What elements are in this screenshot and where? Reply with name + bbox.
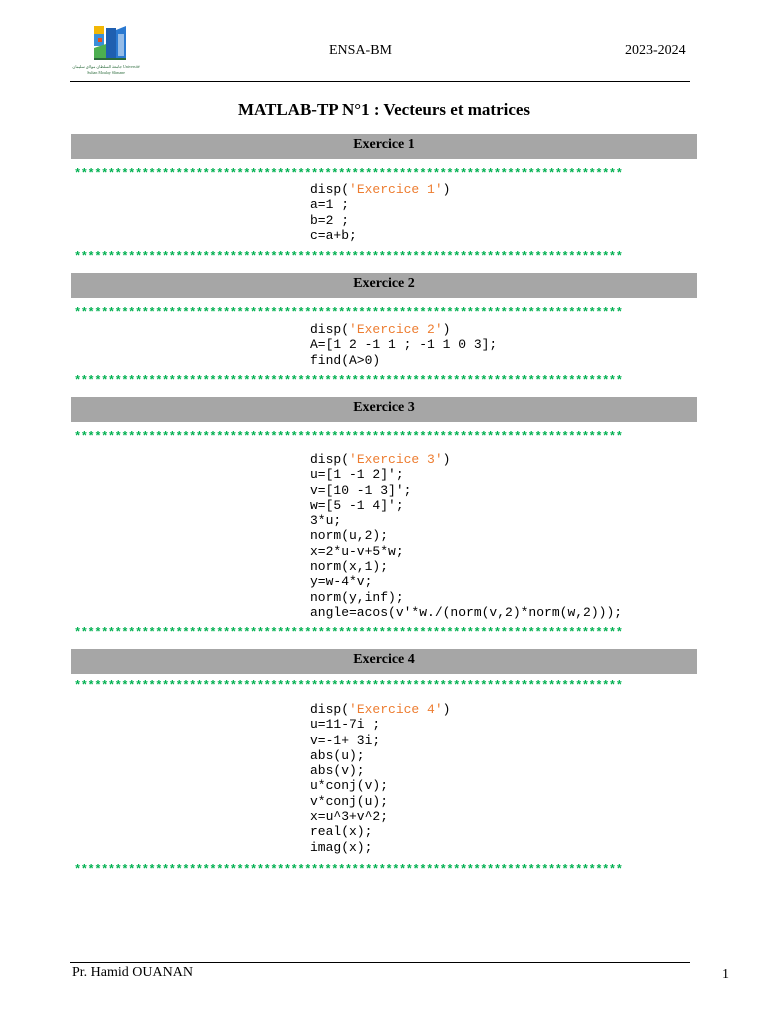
code-line: y=w-4*v;	[310, 574, 622, 589]
code-text: )	[442, 702, 451, 717]
exercise-3-banner: Exercice 3	[71, 397, 697, 422]
code-line: v=[10 -1 3]';	[310, 483, 622, 498]
footer-rule	[70, 962, 690, 963]
separator-stars: ****************************************…	[74, 167, 623, 181]
code-line: norm(x,1);	[310, 559, 622, 574]
code-text: )	[442, 452, 451, 467]
code-text: u=11-7i ;	[310, 717, 381, 733]
code-text: u*conj(v);	[310, 778, 389, 794]
code-line: 3*u;	[310, 513, 622, 528]
code-text: u=[1 -1 2]';	[310, 467, 404, 483]
code-string: 'Exercice 1'	[349, 182, 443, 197]
separator-stars: ****************************************…	[74, 250, 623, 264]
code-text: abs(u);	[310, 747, 365, 763]
page-number: 1	[722, 967, 729, 982]
code-text: y=w-4*v;	[310, 574, 373, 590]
code-line: w=[5 -1 4]';	[310, 498, 622, 513]
code-text: angle=acos(v'*w./(norm(v,2)*norm(w,2)));	[310, 604, 623, 620]
exercise-3-code: disp('Exercice 3')u=[1 -1 2]';v=[10 -1 3…	[310, 452, 622, 620]
separator-stars: ****************************************…	[74, 626, 623, 640]
code-line: u=[1 -1 2]';	[310, 467, 622, 482]
code-line: A=[1 2 -1 1 ; -1 1 0 3];	[310, 337, 497, 352]
code-text: disp(	[310, 452, 350, 467]
code-text: A=[1 2 -1 1 ; -1 1 0 3];	[310, 337, 498, 353]
header-year: 2023-2024	[625, 43, 686, 58]
exercise-1-banner: Exercice 1	[71, 134, 697, 159]
header-rule	[70, 81, 690, 82]
code-text: v=[10 -1 3]';	[310, 482, 412, 498]
code-line: disp('Exercice 1')	[310, 182, 450, 197]
exercise-4-code: disp('Exercice 4')u=11-7i ;v=-1+ 3i;abs(…	[310, 702, 450, 855]
code-text: abs(v);	[310, 763, 365, 779]
code-text: 3*u;	[310, 513, 342, 529]
code-text: )	[442, 182, 451, 197]
university-logo	[94, 26, 126, 60]
code-line: angle=acos(v'*w./(norm(v,2)*norm(w,2)));	[310, 605, 622, 620]
code-string: 'Exercice 3'	[349, 452, 443, 467]
code-line: abs(v);	[310, 763, 450, 778]
code-text: v=-1+ 3i;	[310, 732, 381, 748]
separator-stars: ****************************************…	[74, 679, 623, 693]
code-line: disp('Exercice 4')	[310, 702, 450, 717]
separator-stars: ****************************************…	[74, 374, 623, 388]
code-text: x=2*u-v+5*w;	[310, 543, 404, 559]
code-line: norm(y,inf);	[310, 590, 622, 605]
header-institution: ENSA-BM	[329, 43, 393, 58]
code-text: disp(	[310, 322, 350, 337]
code-line: find(A>0)	[310, 353, 497, 368]
code-text: real(x);	[310, 824, 373, 840]
code-line: disp('Exercice 3')	[310, 452, 622, 467]
exercise-2-banner: Exercice 2	[71, 273, 697, 298]
code-text: c=a+b;	[310, 227, 357, 243]
code-text: norm(x,1);	[310, 559, 389, 575]
code-text: )	[442, 322, 451, 337]
exercise-1-code: disp('Exercice 1')a=1 ;b=2 ;c=a+b;	[310, 182, 450, 243]
logo-caption: جامعة السلطان مولاي سليمان Université Su…	[72, 64, 140, 75]
exercise-2-code: disp('Exercice 2')A=[1 2 -1 1 ; -1 1 0 3…	[310, 322, 497, 368]
code-text: a=1 ;	[310, 197, 350, 213]
code-text: disp(	[310, 702, 350, 717]
code-line: v=-1+ 3i;	[310, 733, 450, 748]
code-line: abs(u);	[310, 748, 450, 763]
exercise-4-banner: Exercice 4	[71, 649, 697, 674]
code-line: norm(u,2);	[310, 528, 622, 543]
separator-stars: ****************************************…	[74, 863, 623, 877]
code-text: v*conj(u);	[310, 793, 389, 809]
code-text: disp(	[310, 182, 350, 197]
code-string: 'Exercice 2'	[349, 322, 443, 337]
code-line: x=u^3+v^2;	[310, 809, 450, 824]
code-text: x=u^3+v^2;	[310, 809, 389, 825]
code-text: norm(y,inf);	[310, 589, 404, 605]
code-line: v*conj(u);	[310, 794, 450, 809]
code-line: u=11-7i ;	[310, 717, 450, 732]
code-line: c=a+b;	[310, 228, 450, 243]
footer-author: Pr. Hamid OUANAN	[72, 965, 193, 980]
code-line: disp('Exercice 2')	[310, 322, 497, 337]
document-title: MATLAB-TP N°1 : Vecteurs et matrices	[237, 100, 531, 119]
code-line: b=2 ;	[310, 213, 450, 228]
code-text: norm(u,2);	[310, 528, 389, 544]
code-line: x=2*u-v+5*w;	[310, 544, 622, 559]
code-line: imag(x);	[310, 840, 450, 855]
separator-stars: ****************************************…	[74, 306, 623, 320]
code-text: b=2 ;	[310, 212, 350, 228]
code-string: 'Exercice 4'	[349, 702, 443, 717]
code-text: imag(x);	[310, 839, 373, 855]
separator-stars: ****************************************…	[74, 430, 623, 444]
code-line: u*conj(v);	[310, 778, 450, 793]
code-line: a=1 ;	[310, 197, 450, 212]
code-line: real(x);	[310, 824, 450, 839]
code-text: find(A>0)	[310, 352, 381, 368]
code-text: w=[5 -1 4]';	[310, 497, 404, 513]
